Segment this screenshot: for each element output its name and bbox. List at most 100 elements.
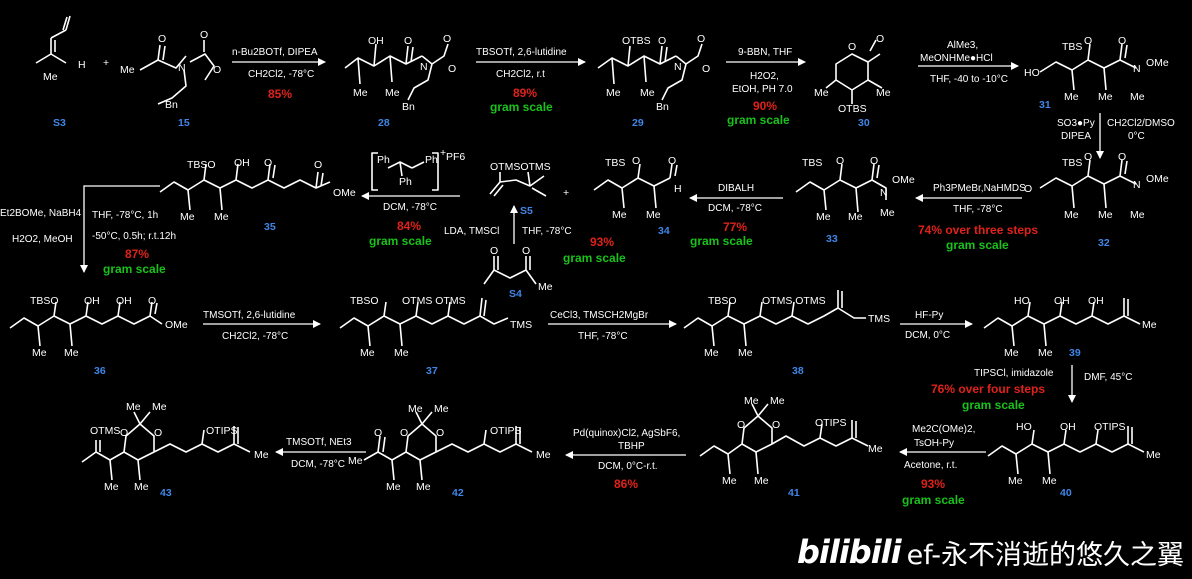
atom-label: TBSO — [708, 295, 737, 307]
atom-label: Me — [848, 211, 863, 223]
atom-label: O — [1084, 151, 1092, 163]
step-15: Me2C(OMe)2, TsOH-Py Acetone, r.t. 93% gr… — [899, 424, 986, 507]
condition-text: DCM, -78°C — [708, 203, 762, 214]
atom-label: HO — [1016, 421, 1032, 433]
atom-label: O — [876, 33, 884, 45]
reagent-text: Pd(quinox)Cl2, AgSbF6, — [573, 428, 680, 439]
atom-label: O — [1118, 151, 1126, 163]
compound-label-s3: S3 — [53, 117, 66, 129]
compound-label-33: 33 — [826, 233, 838, 245]
atom-label: Me — [434, 403, 449, 415]
atom-label: Me — [385, 87, 400, 99]
atom-label: Me — [1038, 347, 1053, 359]
atom-label: O — [697, 33, 705, 45]
reagent-text: TMSOTf, NEt3 — [286, 437, 352, 448]
atom-label: Me — [646, 209, 661, 221]
condition-text: THF, -40 to -10°C — [930, 74, 1008, 85]
condition-text: H2O2, — [750, 71, 779, 82]
reagent-text: DIPEA — [1061, 131, 1091, 142]
atom-label: HO — [1024, 67, 1040, 79]
atom-label: Me — [1042, 475, 1057, 487]
yield-text: 87% — [125, 247, 149, 261]
atom-label: O — [120, 427, 128, 439]
step-9: Ph Ph Ph + PF6 DCM, -78°C 84% gram scale — [361, 147, 465, 248]
step-1: n-Bu2BOTf, DIPEA CH2Cl2, -78°C 85% — [232, 47, 326, 101]
compound-s3: H Me S3 — [35, 15, 86, 129]
atom-label: O — [436, 427, 444, 439]
atom-label: Me — [348, 455, 363, 467]
atom-label: Me — [254, 449, 269, 461]
scale-text: gram scale — [962, 398, 1025, 412]
atom-label: Bn — [656, 101, 669, 113]
atom-label: O — [1084, 35, 1092, 47]
atom-label: OH — [1060, 421, 1076, 433]
atom-label: O — [870, 155, 878, 167]
atom-label: Me — [32, 347, 47, 359]
atom-label: Me — [1146, 449, 1161, 461]
atom-label: OTIPS — [1094, 421, 1126, 433]
step-3: 9-BBN, THF H2O2, EtOH, PH 7.0 90% gram s… — [726, 47, 806, 127]
step-16: Pd(quinox)Cl2, AgSbF6, TBHP DCM, 0°C-r.t… — [565, 428, 686, 491]
condition-text: THF, -78°C — [522, 226, 572, 237]
scale-text: gram scale — [563, 251, 626, 265]
atom-label: PF6 — [446, 151, 465, 163]
compound-label-s5: S5 — [520, 205, 533, 217]
atom-label: OH — [368, 35, 384, 47]
condition-text: CH2Cl2, -78°C — [222, 331, 288, 342]
reagent-text: H2O2, MeOH — [12, 234, 73, 245]
compound-28: OH O N O O Me Me Bn 28 — [344, 33, 456, 129]
reagent-text: TsOH-Py — [914, 438, 954, 449]
atom-label: HO — [1014, 295, 1030, 307]
atom-label: Me — [612, 209, 627, 221]
atom-label: TBSO — [350, 295, 379, 307]
condition-text: 0°C — [1128, 131, 1145, 142]
atom-label: OMe — [892, 174, 915, 186]
atom-label: Me — [120, 64, 135, 76]
atom-label: O — [737, 419, 745, 431]
atom-label: O — [668, 155, 676, 167]
scale-text: gram scale — [369, 234, 432, 248]
atom-label: H — [674, 183, 682, 195]
atom-label: Me — [126, 401, 141, 413]
step-7: DIBALH DCM, -78°C 77% gram scale — [689, 183, 783, 248]
atom-label: O — [848, 41, 856, 53]
reagent-text: MeONHMe●HCl — [920, 53, 993, 64]
compound-label-38: 38 — [792, 365, 804, 377]
atom-label: OTMSOTMS — [490, 161, 551, 173]
compound-label-29: 29 — [632, 117, 644, 129]
atom-label: Bn — [402, 101, 415, 113]
compound-30: O O Me Me OTBS 30 — [814, 33, 891, 129]
atom-label: OTMS — [90, 425, 120, 437]
step-8: LDA, TMSCl THF, -78°C — [444, 205, 572, 244]
atom-label: Me — [738, 347, 753, 359]
atom-label: Me — [1130, 91, 1145, 103]
compound-41: O O Me Me OTIPS Me Me Me 41 — [699, 395, 883, 499]
compound-s4: O O Me S4 — [483, 245, 553, 300]
scale-text: gram scale — [490, 100, 553, 114]
reagent-text: TIPSCl, imidazole — [974, 368, 1054, 379]
plus-sign: + — [103, 57, 109, 69]
reagent-text: AlMe3, — [947, 40, 978, 51]
reagent-text: TBSOTf, 2,6-lutidine — [476, 47, 567, 58]
condition-text: DCM, 0°C — [905, 330, 950, 341]
atom-label: OTIPS — [815, 417, 847, 429]
atom-label: OH — [1054, 295, 1070, 307]
compound-label-41: 41 — [788, 487, 800, 499]
compound-40: HO OH OTIPS Me Me Me 40 — [987, 421, 1161, 499]
atom-label: Me — [816, 211, 831, 223]
atom-label: Me — [134, 481, 149, 493]
atom-label: TBS — [1062, 41, 1082, 53]
atom-label: O — [264, 157, 272, 169]
atom-label: Me — [1064, 91, 1079, 103]
atom-label: O — [213, 64, 221, 76]
atom-label: Me — [104, 481, 119, 493]
scale-text: gram scale — [690, 234, 753, 248]
scale-text: gram scale — [946, 238, 1009, 252]
yield-text: 76% over four steps — [931, 382, 1045, 396]
atom-label: OMe — [1146, 173, 1169, 185]
atom-label: N — [420, 61, 428, 73]
atom-label: Me — [814, 87, 829, 99]
atom-label: OTMS OTMS — [402, 295, 466, 307]
yield-text: 84% — [397, 219, 421, 233]
